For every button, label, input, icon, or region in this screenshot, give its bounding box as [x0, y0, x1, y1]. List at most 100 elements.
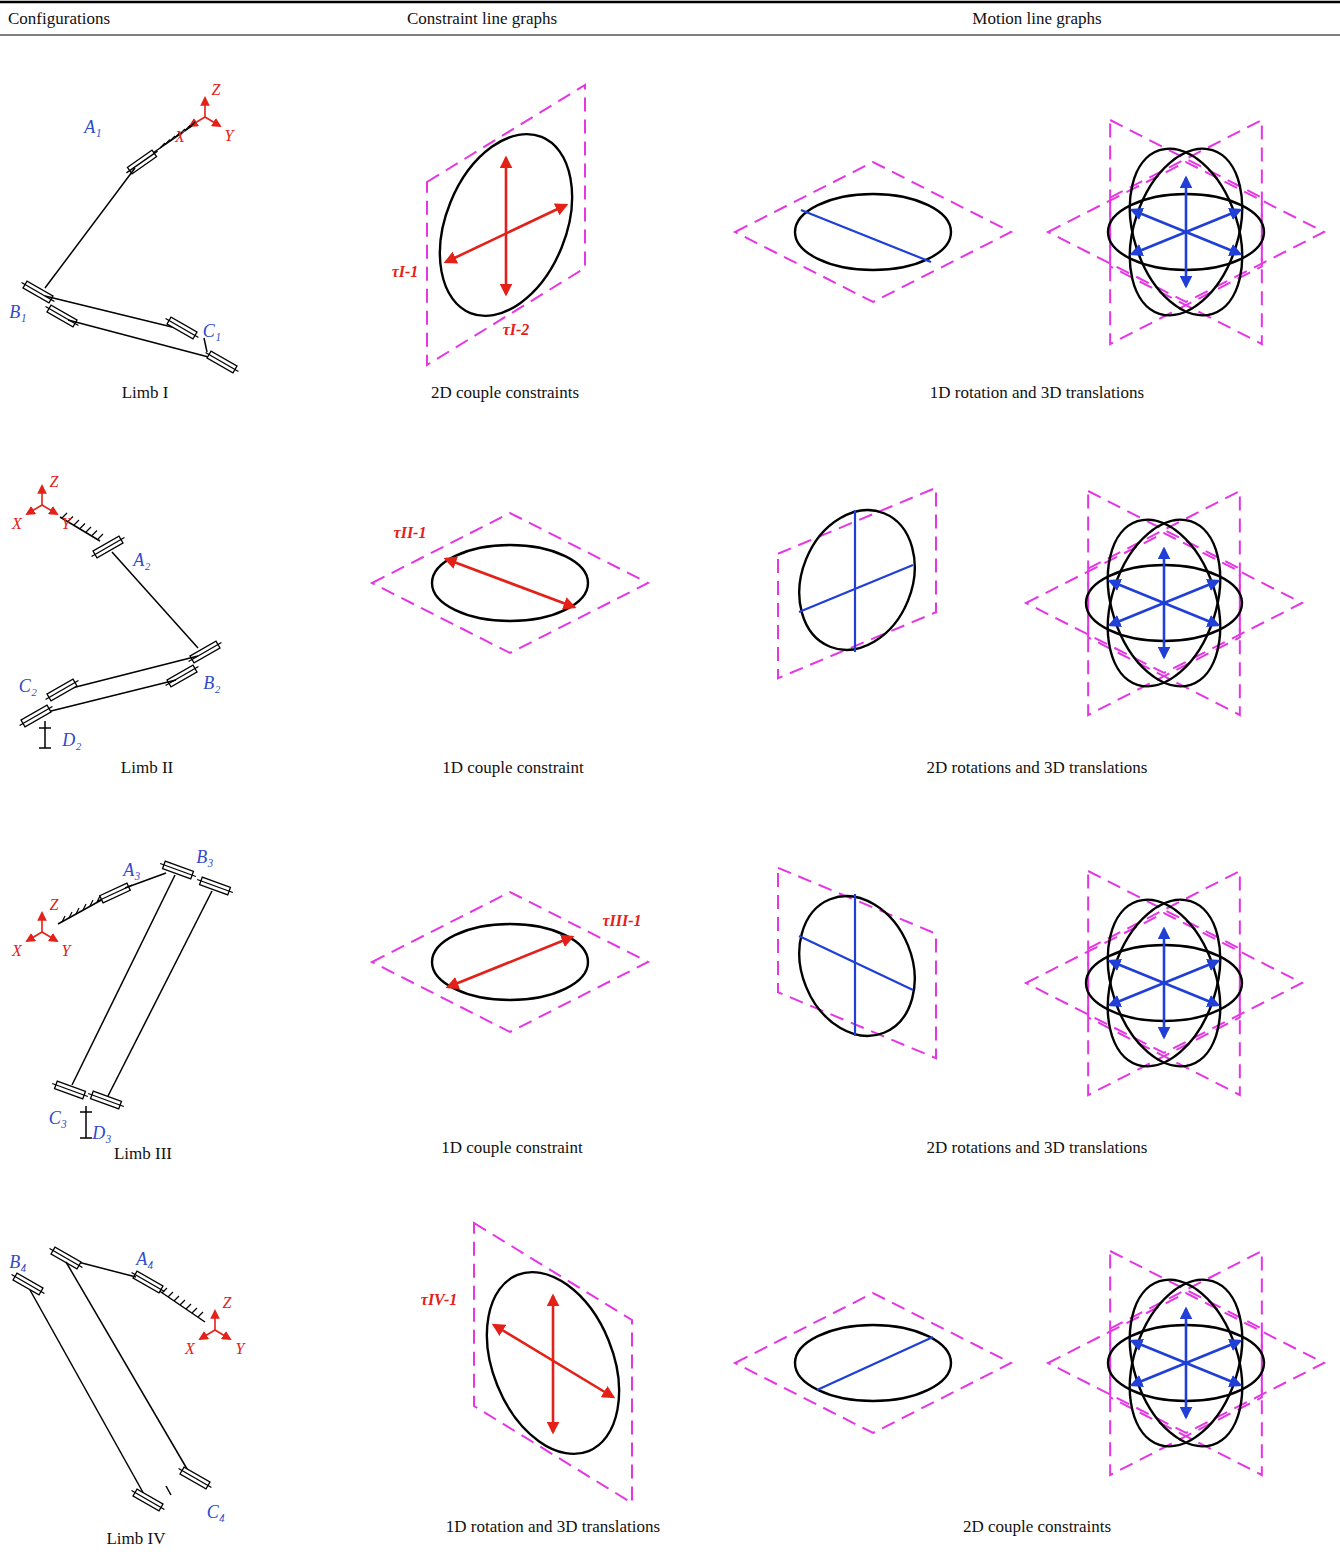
joint-label: C₃ [49, 1109, 67, 1127]
column-header: Motion line graphs [972, 10, 1101, 27]
limb-mechanism [20, 98, 241, 375]
figure-stroke [158, 1290, 205, 1322]
caption: 2D couple constraints [431, 384, 579, 401]
constraint-label: τI-2 [503, 322, 530, 338]
figure-stroke [90, 534, 127, 560]
axis-label: Y [225, 128, 234, 144]
figure-stroke [474, 1223, 632, 1503]
figure-stroke [62, 513, 103, 539]
figure-stroke [462, 1252, 644, 1473]
figure-stroke [0, 1, 1340, 4]
figure-stroke [87, 1090, 125, 1111]
figure-stroke [432, 924, 588, 1000]
figure-stroke [159, 860, 197, 881]
caption: 1D couple constraint [442, 759, 584, 776]
constraint-graph [415, 85, 597, 365]
figure-stroke [58, 898, 105, 924]
caption: Limb IV [106, 1530, 165, 1547]
figure-stroke [779, 879, 935, 1054]
figure-stroke [60, 517, 100, 541]
caption: Limb II [121, 759, 173, 776]
figure-stroke [372, 892, 648, 1032]
limb-mechanism [18, 486, 224, 748]
joint-label: D₂ [62, 731, 81, 749]
figure-stroke [41, 913, 43, 932]
figure-stroke [108, 891, 212, 1096]
figure-stroke [51, 1080, 89, 1101]
figure-stroke [130, 1269, 167, 1295]
figure-stroke [854, 510, 856, 652]
figure-stroke [27, 932, 42, 941]
constraint-graph [372, 892, 648, 1032]
joint-label: B₄ [9, 1253, 26, 1271]
caption: 1D couple constraint [441, 1139, 583, 1156]
axis-label: Y [62, 516, 71, 532]
figure-stroke [42, 505, 57, 514]
figure-stroke [44, 677, 81, 703]
figure-stroke [164, 663, 201, 689]
figure-stroke [96, 881, 134, 904]
constraint-label: τI-1 [392, 264, 419, 280]
figure-stroke [45, 168, 135, 288]
joint-label: A₁ [84, 118, 101, 136]
figure-stroke [68, 320, 216, 359]
figure-stroke [200, 1330, 215, 1339]
figure-stroke [80, 1137, 92, 1139]
figure-stroke [204, 98, 206, 117]
figure-stroke [18, 703, 55, 729]
figure-stroke [112, 552, 198, 648]
joint-label: C₄ [207, 1503, 225, 1521]
figure-stroke [30, 1290, 145, 1496]
axis-label: X [12, 943, 22, 959]
figure-stroke [164, 315, 201, 341]
figure-stroke [779, 493, 935, 668]
caption: Limb III [114, 1145, 172, 1162]
joint-label: A₂ [133, 551, 150, 569]
motion-graph [735, 1251, 1324, 1475]
figure-stroke [1026, 871, 1302, 1095]
figure-stroke [205, 117, 220, 126]
caption: 1D rotation and 3D translations [446, 1518, 660, 1535]
figure-stroke [187, 639, 224, 665]
figure-stroke [44, 721, 46, 748]
figure-stroke [427, 85, 585, 365]
figure-stroke [10, 1271, 47, 1297]
figure-stroke [41, 486, 43, 505]
axis-label: Z [50, 897, 59, 913]
figure-stroke [1048, 120, 1324, 344]
figure-stroke [0, 35, 1340, 36]
figure-stroke [415, 114, 597, 335]
joint-label: C₂ [19, 677, 37, 695]
limb-mechanism [27, 860, 234, 1138]
figure-stroke [799, 936, 913, 990]
figure-stroke [45, 296, 176, 328]
figure-stroke [799, 565, 913, 612]
column-header: Configurations [8, 10, 110, 27]
constraint-label: τII-1 [394, 525, 427, 541]
figure-stroke [505, 158, 508, 294]
axis-label: X [12, 516, 22, 532]
figure-stroke [432, 545, 588, 621]
column-header: Constraint line graphs [407, 10, 557, 27]
figure-stroke [130, 1487, 167, 1513]
figure-stroke [817, 1337, 933, 1390]
figure-stroke [795, 1325, 951, 1401]
figure-stroke [735, 1293, 1011, 1433]
constraint-graph [372, 513, 648, 653]
figure-stroke [39, 747, 51, 749]
motion-graph [735, 120, 1324, 344]
figure-stroke [160, 122, 195, 148]
axis-label: Z [212, 82, 221, 98]
figure-stroke [795, 194, 951, 270]
caption: 2D couple constraints [963, 1518, 1111, 1535]
caption: 1D rotation and 3D translations [930, 384, 1144, 401]
joint-label: D₃ [92, 1124, 111, 1142]
figure-stroke [446, 559, 574, 607]
figure-stroke [214, 1311, 216, 1330]
axis-label: Y [236, 1341, 245, 1357]
figure-stroke [552, 1296, 555, 1432]
figure-stroke [735, 162, 1011, 302]
figure-stroke [27, 505, 42, 514]
